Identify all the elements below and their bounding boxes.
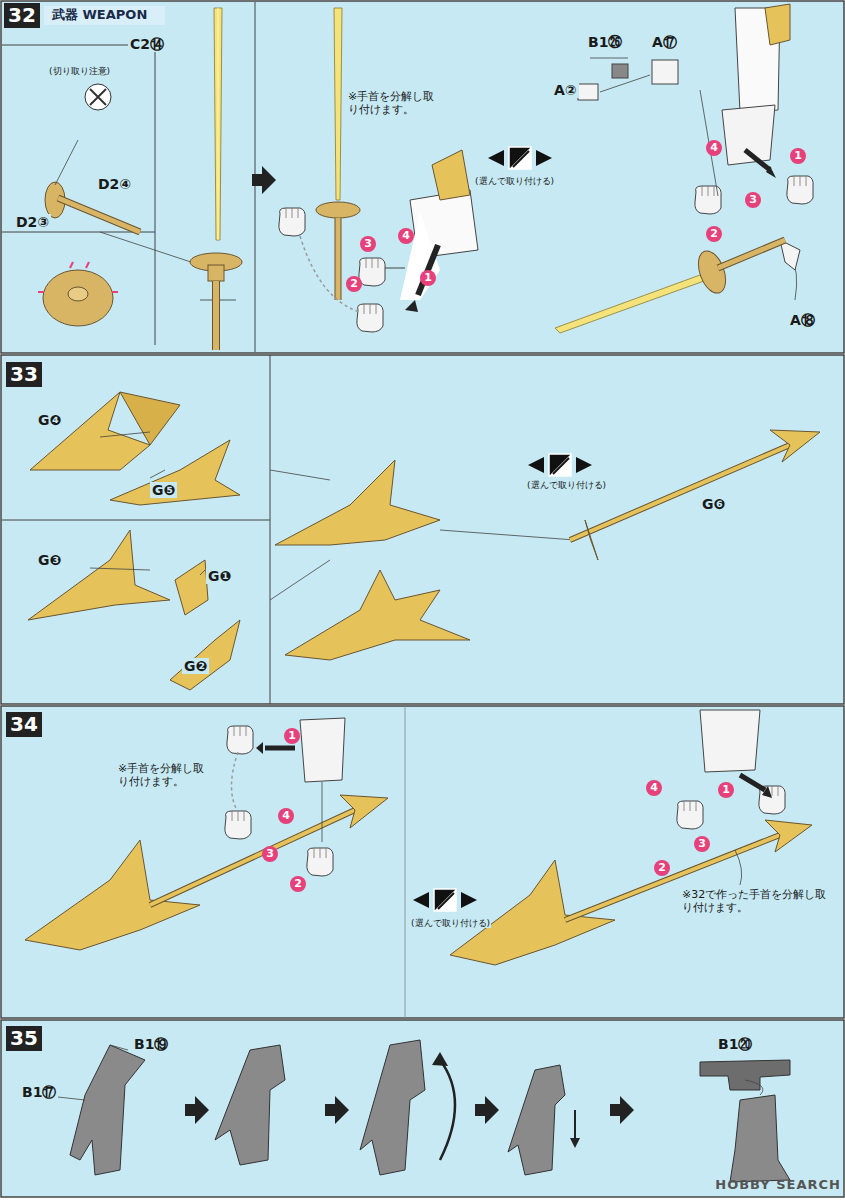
callout-number: 3 [745, 192, 761, 208]
note-text: (選んで取り付ける) [410, 918, 491, 928]
callout-number: 2 [654, 860, 670, 876]
part-number: B1⑳ [716, 1036, 754, 1052]
part-number: D2④ [96, 176, 133, 192]
step-number: 34 [6, 712, 42, 737]
instruction-note: ※32で作った手首を分解し取り付けます。 [680, 888, 834, 915]
note-text: (選んで取り付ける) [526, 480, 607, 490]
part-number: G❻ [700, 496, 727, 512]
part-number: C2⑭ [128, 36, 166, 52]
part-number: A② [552, 82, 579, 98]
part-number: A⑱ [788, 312, 817, 328]
callout-number: 1 [718, 782, 734, 798]
callout-number: 1 [790, 148, 806, 164]
section-title: 武器 WEAPON [44, 6, 165, 25]
callout-number: 3 [360, 236, 376, 252]
part-number: B1⑲ [132, 1036, 170, 1052]
part-number: G❸ [36, 552, 63, 568]
callout-number: 2 [290, 876, 306, 892]
step-number: 35 [6, 1026, 42, 1051]
part-number: G❷ [182, 658, 209, 674]
note-text: (切り取り注意) [48, 66, 111, 76]
callout-number: 3 [262, 846, 278, 862]
watermark: HOBBY SEARCH [715, 1178, 841, 1193]
part-number: B1⑰ [20, 1084, 58, 1100]
callout-number: 4 [278, 808, 294, 824]
part-number: D2③ [14, 214, 51, 230]
callout-number: 4 [398, 228, 414, 244]
part-number: G❹ [36, 412, 63, 428]
callout-number: 2 [346, 276, 362, 292]
callout-number: 1 [420, 270, 436, 286]
callout-number: 1 [284, 728, 300, 744]
part-number: A⑰ [650, 34, 679, 50]
callout-number: 3 [694, 836, 710, 852]
step-number: 33 [6, 362, 42, 387]
instruction-note: ※手首を分解し取り付けます。 [346, 90, 438, 117]
part-number: G❶ [206, 568, 233, 584]
note-text: (選んで取り付ける) [474, 176, 555, 186]
part-number: B1㉖ [586, 34, 624, 50]
callout-number: 2 [706, 226, 722, 242]
step-number: 32 [4, 3, 40, 28]
callout-number: 4 [646, 780, 662, 796]
instruction-note: ※手首を分解し取り付けます。 [116, 762, 216, 789]
part-number: G❺ [150, 482, 177, 498]
callout-number: 4 [706, 140, 722, 156]
